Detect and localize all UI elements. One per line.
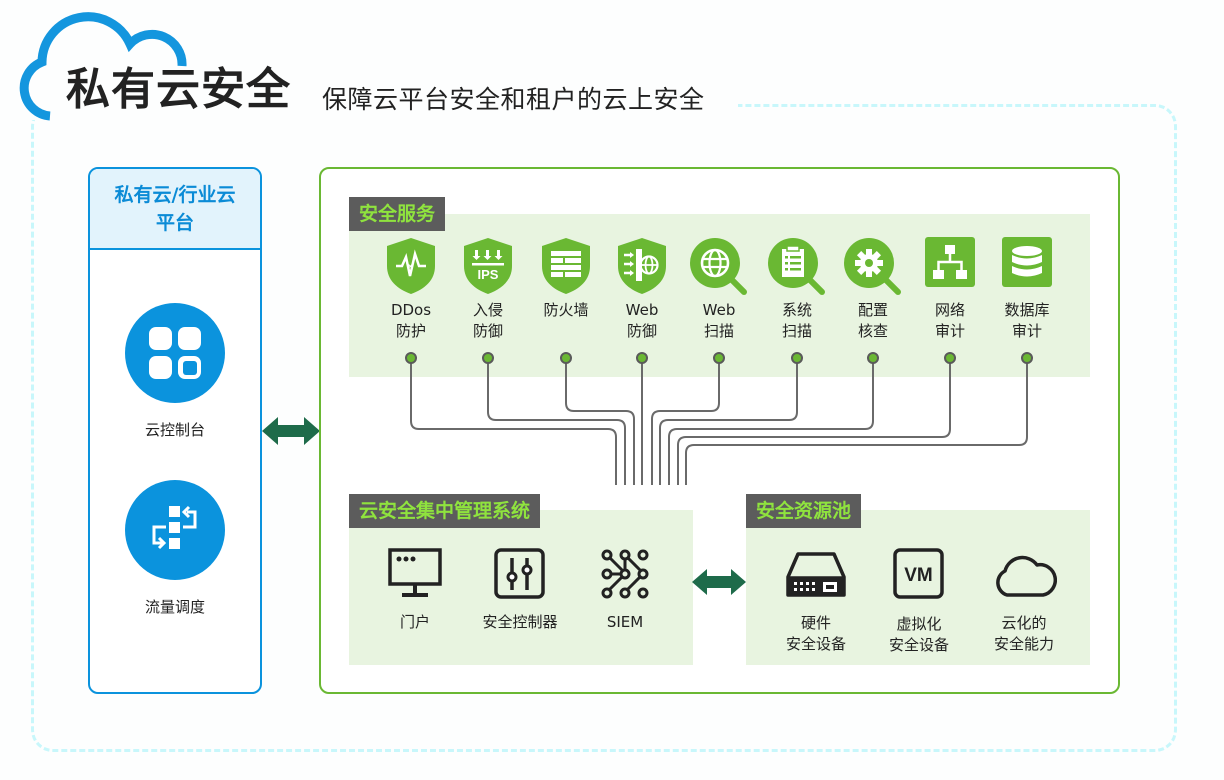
- siem-label: SIEM: [606, 613, 644, 631]
- cloud-console-item[interactable]: 云控制台: [90, 303, 260, 440]
- hardware-appliance-item[interactable]: 硬件 安全设备: [776, 551, 856, 655]
- svg-text:IPS: IPS: [478, 267, 499, 282]
- connection-dot: [482, 352, 494, 364]
- service-label-line2: 防御: [472, 322, 503, 340]
- svg-text:VM: VM: [904, 565, 933, 586]
- service-label-line1: DDos: [390, 301, 432, 319]
- database-audit-icon: [989, 236, 1065, 298]
- firewall-shield-icon: [528, 236, 604, 298]
- line-database-audit: [685, 362, 1028, 485]
- page-title: 私有云安全: [66, 64, 291, 115]
- traffic-dispatch-label: 流量调度: [144, 598, 205, 616]
- platform-title-line1: 私有云/行业云: [114, 183, 236, 206]
- cloud-outline-icon: [996, 555, 1057, 597]
- service-item-5[interactable]: 系统扫描: [759, 236, 835, 342]
- service-label-line2: 审计: [934, 322, 965, 340]
- line-web-scan: [651, 362, 720, 485]
- service-label-line1: 网络: [934, 301, 965, 319]
- service-label-line1: 防火墙: [543, 301, 589, 319]
- portal-monitor-icon: [388, 548, 442, 597]
- cloud-console-label: 云控制台: [144, 421, 205, 439]
- network-audit-icon: [912, 236, 988, 298]
- connection-dot: [944, 352, 956, 364]
- service-label-line2: 扫描: [703, 322, 734, 340]
- security-controller-label: 安全控制器: [482, 613, 558, 631]
- service-label-line1: 系统: [781, 301, 812, 319]
- service-label-line2: 防御: [626, 322, 657, 340]
- management-system-section: [349, 510, 693, 665]
- service-label-line2: 审计: [1011, 322, 1042, 340]
- service-item-1[interactable]: IPS 入侵防御: [450, 236, 526, 342]
- platform-panel-header: 私有云/行业云 平台: [90, 169, 260, 250]
- web-defense-shield-icon: [604, 236, 680, 298]
- page-subtitle: 保障云平台安全和租户的云上安全: [322, 85, 705, 114]
- hardware-appliance-icon: [786, 552, 846, 597]
- connection-dot: [713, 352, 725, 364]
- service-item-4[interactable]: Web 扫描: [681, 236, 757, 342]
- siem-network-icon: [601, 549, 649, 599]
- bidirectional-arrow-icon: [692, 569, 746, 595]
- hardware-label-line2: 安全设备: [785, 635, 846, 653]
- siem-item[interactable]: SIEM: [590, 548, 660, 633]
- ips-shield-icon: IPS: [450, 236, 526, 298]
- line-network-audit: [677, 362, 951, 485]
- security-controller-item[interactable]: 安全控制器: [474, 548, 566, 633]
- line-ddos: [410, 362, 617, 485]
- system-scan-magnifier-icon: [759, 236, 835, 298]
- console-grid-icon: [125, 303, 225, 403]
- service-label-line1: 配置: [857, 301, 888, 319]
- connection-dot: [405, 352, 417, 364]
- portal-item[interactable]: 门户: [380, 548, 450, 633]
- virtual-label-line2: 安全设备: [888, 636, 949, 654]
- service-label-line1: Web: [625, 301, 659, 319]
- traffic-dispatch-icon: [125, 480, 225, 580]
- service-item-8[interactable]: 数据库审计: [989, 236, 1065, 342]
- cloud-label-line1: 云化的: [1001, 614, 1047, 632]
- config-check-magnifier-icon: [835, 236, 911, 298]
- line-firewall: [565, 362, 635, 485]
- security-services-tag: 安全服务: [349, 197, 446, 231]
- management-system-tag: 云安全集中管理系统: [349, 494, 541, 528]
- cloud-label-line2: 安全能力: [993, 635, 1054, 653]
- service-label-line1: 数据库: [1004, 301, 1050, 319]
- line-system-scan: [659, 362, 798, 485]
- security-controller-icon: [494, 548, 545, 599]
- cloud-capability-item[interactable]: 云化的 安全能力: [984, 551, 1064, 655]
- hardware-label-line1: 硬件: [800, 614, 831, 632]
- service-label-line2: 扫描: [781, 322, 812, 340]
- connection-dot: [560, 352, 572, 364]
- svg-text:×: ×: [408, 262, 413, 271]
- ddos-shield-icon: ×: [373, 236, 449, 298]
- line-config-check: [668, 362, 874, 485]
- service-item-6[interactable]: 配置核查: [835, 236, 911, 342]
- platform-title-line2: 平台: [155, 211, 194, 234]
- connection-dot: [636, 352, 648, 364]
- virtual-label-line1: 虚拟化: [896, 615, 942, 633]
- connection-dot: [791, 352, 803, 364]
- virtual-appliance-item[interactable]: VM 虚拟化 安全设备: [879, 548, 959, 656]
- service-label-line1: Web: [702, 301, 736, 319]
- platform-panel: 私有云/行业云 平台 云控制台: [88, 167, 262, 694]
- service-item-7[interactable]: 网络审计: [912, 236, 988, 342]
- service-item-3[interactable]: Web 防御: [604, 236, 680, 342]
- traffic-dispatch-item[interactable]: 流量调度: [90, 480, 260, 617]
- service-item-0[interactable]: × DDos 防护: [373, 236, 449, 342]
- bidirectional-arrow-icon: [262, 417, 320, 445]
- line-ips: [487, 362, 626, 485]
- vm-icon: VM: [893, 548, 944, 599]
- service-item-2[interactable]: 防火墙: [528, 236, 604, 321]
- web-scan-magnifier-icon: [681, 236, 757, 298]
- connection-dot: [1021, 352, 1033, 364]
- service-label-line2: 核查: [857, 322, 888, 340]
- cloud-logo-icon: [19, 12, 187, 121]
- service-label-line2: 防护: [395, 322, 426, 340]
- service-label-line1: 入侵: [472, 301, 503, 319]
- connection-dot: [867, 352, 879, 364]
- resource-pool-tag: 安全资源池: [746, 494, 862, 528]
- portal-label: 门户: [399, 613, 430, 631]
